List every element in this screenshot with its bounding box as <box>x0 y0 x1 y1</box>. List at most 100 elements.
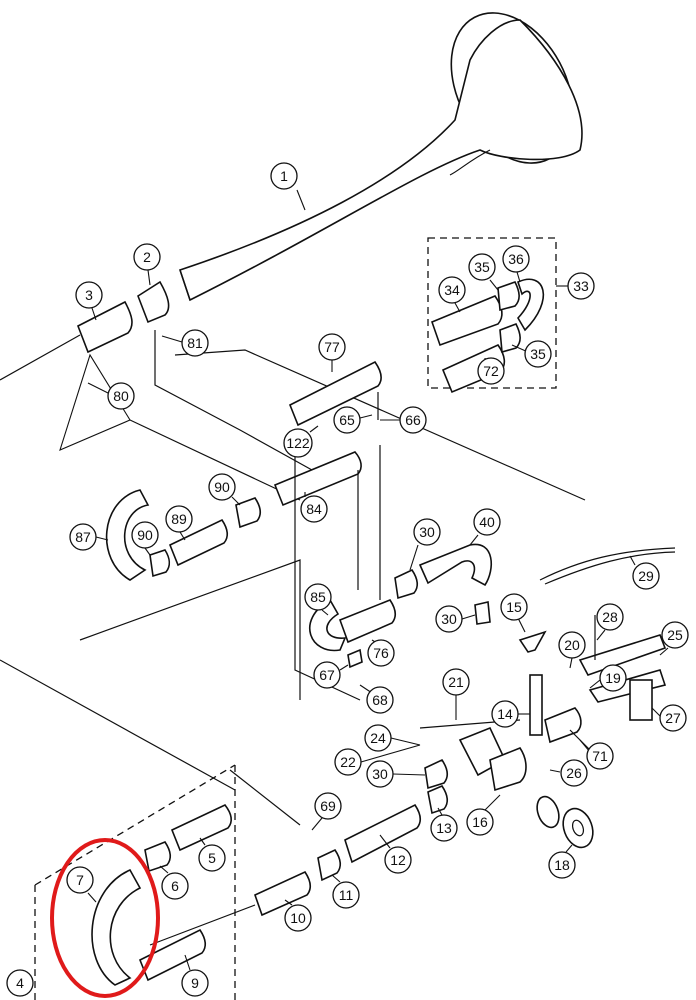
callout-label: 77 <box>324 339 340 355</box>
callout-27: 27 <box>651 704 687 732</box>
callout-20: 20 <box>558 631 586 669</box>
callout-6: 6 <box>159 865 189 900</box>
callout-label: 35 <box>474 259 490 275</box>
tube-group-upper-left <box>0 280 586 501</box>
callout-label: 11 <box>339 887 354 903</box>
callout-67: 67 <box>313 661 349 689</box>
callout-label: 33 <box>573 278 589 294</box>
callout-label: 90 <box>214 479 230 495</box>
callout-13: 13 <box>430 807 458 842</box>
callout-label: 36 <box>508 251 524 267</box>
callout-label: 13 <box>436 820 452 836</box>
callout-label: 35 <box>530 346 546 362</box>
callout-label: 21 <box>448 674 464 690</box>
callout-3: 3 <box>75 281 103 321</box>
callout-label: 87 <box>75 529 91 545</box>
callout-12: 12 <box>379 834 412 874</box>
tube-group-lower <box>0 559 448 1000</box>
callout-80: 80 <box>87 382 135 410</box>
callout-66: 66 <box>380 406 427 434</box>
callout-24: 24 <box>364 724 421 752</box>
callout-90-left: 90 <box>131 521 159 556</box>
callout-4: 4 <box>6 969 34 997</box>
callout-90-right: 90 <box>208 473 241 506</box>
callout-85: 85 <box>304 583 332 616</box>
callout-label: 66 <box>405 412 421 428</box>
callout-76: 76 <box>367 639 395 667</box>
callout-2: 2 <box>133 243 161 286</box>
callout-label: 27 <box>665 710 681 726</box>
tube-group-center <box>309 543 492 669</box>
callout-label: 19 <box>605 670 621 686</box>
callout-35-bottom: 35 <box>511 340 552 368</box>
callout-label: 25 <box>667 627 683 643</box>
callout-30-middle: 30 <box>435 605 476 633</box>
callout-122: 122 <box>283 425 319 458</box>
callout-5: 5 <box>198 837 226 872</box>
callout-label: 12 <box>390 852 406 868</box>
callout-label: 34 <box>444 282 460 298</box>
callout-71: 71 <box>579 739 614 770</box>
callout-30-upper: 30 <box>409 518 441 571</box>
callout-label: 16 <box>472 814 488 830</box>
callout-69: 69 <box>311 792 342 831</box>
callout-label: 29 <box>638 568 654 584</box>
callout-label: 84 <box>306 501 322 517</box>
callout-label: 30 <box>441 611 457 627</box>
callout-label: 1 <box>280 168 288 184</box>
bell-horn <box>178 12 583 302</box>
callout-14: 14 <box>491 700 530 728</box>
callout-label: 30 <box>419 524 435 540</box>
callout-26: 26 <box>549 759 588 787</box>
callout-label: 81 <box>187 335 203 351</box>
callout-84: 84 <box>300 492 328 523</box>
callout-label: 89 <box>171 511 187 527</box>
callout-89: 89 <box>165 505 193 541</box>
callout-19: 19 <box>589 664 627 692</box>
callout-label: 76 <box>373 645 389 661</box>
callout-label: 18 <box>554 857 570 873</box>
callout-label: 7 <box>76 872 84 888</box>
callout-label: 4 <box>16 975 24 991</box>
callout-35-top: 35 <box>468 253 499 291</box>
callout-label: 10 <box>290 910 306 926</box>
callouts: 1 2 3 81 80 77 122 65 66 35 36 33 34 72 … <box>6 162 689 997</box>
callout-label: 30 <box>372 766 388 782</box>
highlight-ellipse-part-7 <box>50 838 160 998</box>
callout-40: 40 <box>469 508 501 546</box>
callout-label: 40 <box>479 514 495 530</box>
callout-label: 9 <box>191 975 199 991</box>
callout-9: 9 <box>181 954 209 997</box>
callout-87: 87 <box>69 523 109 551</box>
callout-16: 16 <box>466 794 501 836</box>
callout-label: 6 <box>171 878 179 894</box>
callout-11: 11 <box>331 874 360 909</box>
callout-33: 33 <box>556 272 595 300</box>
callout-label: 85 <box>310 589 326 605</box>
callout-label: 69 <box>320 798 336 814</box>
tube-group-middle <box>105 360 382 701</box>
callout-label: 65 <box>339 412 355 428</box>
callout-1: 1 <box>270 162 306 211</box>
callout-34: 34 <box>438 276 466 313</box>
callout-label: 2 <box>143 249 151 265</box>
callout-22: 22 <box>334 744 421 776</box>
callout-25: 25 <box>659 621 689 656</box>
callout-77: 77 <box>318 333 346 372</box>
callout-label: 71 <box>592 748 608 764</box>
callout-65: 65 <box>333 406 373 434</box>
callout-29: 29 <box>629 555 660 590</box>
callout-label: 15 <box>506 599 522 615</box>
callout-label: 72 <box>483 363 499 379</box>
callout-label: 26 <box>566 765 582 781</box>
callout-label: 22 <box>340 754 356 770</box>
callout-10: 10 <box>284 899 312 932</box>
callout-28: 28 <box>596 603 624 641</box>
callout-7: 7 <box>66 866 97 903</box>
callout-72: 72 <box>477 357 505 385</box>
callout-30-lower: 30 <box>366 760 426 788</box>
callout-label: 3 <box>85 287 93 303</box>
callout-21: 21 <box>442 668 470 720</box>
callout-36: 36 <box>502 245 530 283</box>
